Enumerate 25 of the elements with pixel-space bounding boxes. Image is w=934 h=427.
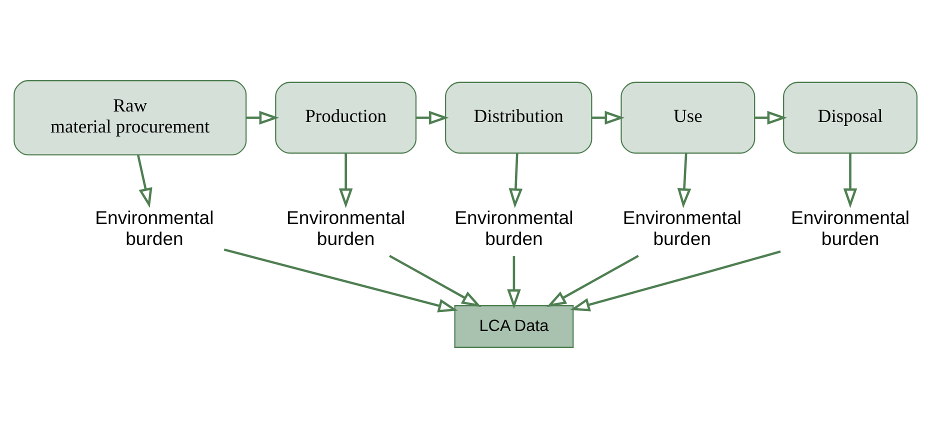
arrow [843,152,858,208]
node-box: Use [620,81,756,154]
arrow [338,152,353,208]
arrow [754,110,788,124]
node-text: Environmental burden [95,206,214,249]
arrow [224,248,458,312]
arrow [570,250,781,311]
node-text: Environmental burden [790,206,910,249]
arrow [389,254,482,307]
arrow [677,152,692,208]
node-text: Environmental burden [454,206,574,249]
node-box: Disposal [783,81,918,154]
node-box: LCA Data [454,304,574,348]
arrow [136,154,152,208]
arrow [508,152,523,208]
node-box: Production [275,81,417,154]
node-text: Environmental burden [286,206,406,249]
node-box: Raw material procurement [14,80,247,155]
arrow [246,110,280,124]
arrow [507,256,521,309]
arrow [546,254,639,307]
arrow [416,110,449,124]
node-box: Distribution [444,81,592,154]
arrow [592,110,625,124]
node-text: Environmental burden [622,206,742,249]
